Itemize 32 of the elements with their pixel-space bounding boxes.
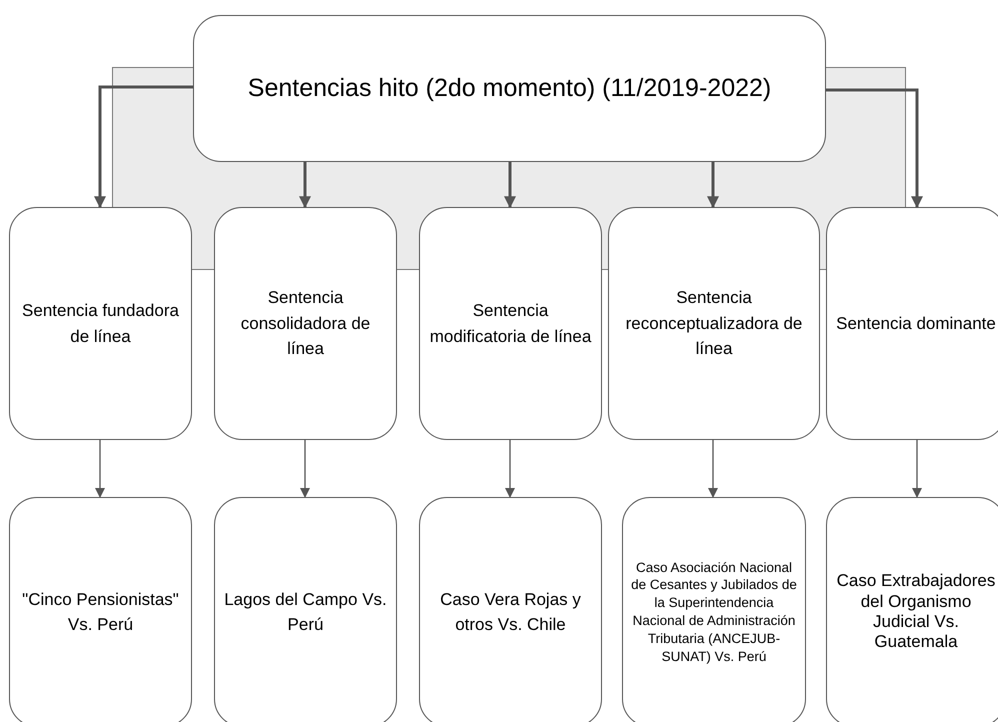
box-label: Sentencias hito (2do momento) (11/2019-2022): [248, 72, 772, 104]
arrow: [299, 162, 311, 208]
arrow: [94, 86, 193, 208]
rounded-box: [622, 497, 806, 722]
rounded-box: [826, 207, 998, 440]
rounded-box: [826, 497, 998, 722]
box-label: Sentencia dominante: [836, 312, 996, 335]
box-label: Caso Vera Rojas y otros Vs. Chile: [439, 588, 582, 636]
rounded-box: [214, 497, 397, 722]
arrow: [708, 440, 718, 498]
box-label: "Cinco Pensionistas" Vs. Perú: [21, 588, 180, 636]
rounded-box: [214, 207, 397, 440]
arrow: [95, 440, 105, 498]
arrow: [912, 440, 922, 498]
rounded-box: [9, 497, 192, 722]
box-label: Sentencia fundadora de línea: [21, 300, 180, 348]
box-label: Sentencia consolidadora de línea: [240, 287, 372, 360]
box-label: Sentencia reconceptualizadora de línea: [624, 287, 804, 360]
rounded-box: [9, 207, 192, 440]
rounded-box: [193, 15, 826, 162]
box-label: Caso Asociación Nacional de Cesantes y Jubilados de la Superintendencia Nacional de Administración Tributaria (ANCEJUB-SUNAT) Vs. Perú: [631, 558, 797, 666]
rounded-box: [419, 207, 602, 440]
rounded-box: [608, 207, 820, 440]
box-label: Caso Extrabajadores del Organismo Judicial Vs. Guatemala: [836, 571, 996, 653]
box-label: Lagos del Campo Vs. Perú: [223, 588, 388, 636]
arrow: [504, 162, 516, 208]
arrow: [505, 440, 515, 498]
arrow: [300, 440, 310, 498]
box-label: Sentencia modificatoria de línea: [428, 300, 592, 348]
rounded-box: [419, 497, 602, 722]
arrow: [826, 88, 923, 208]
arrow: [707, 162, 719, 208]
